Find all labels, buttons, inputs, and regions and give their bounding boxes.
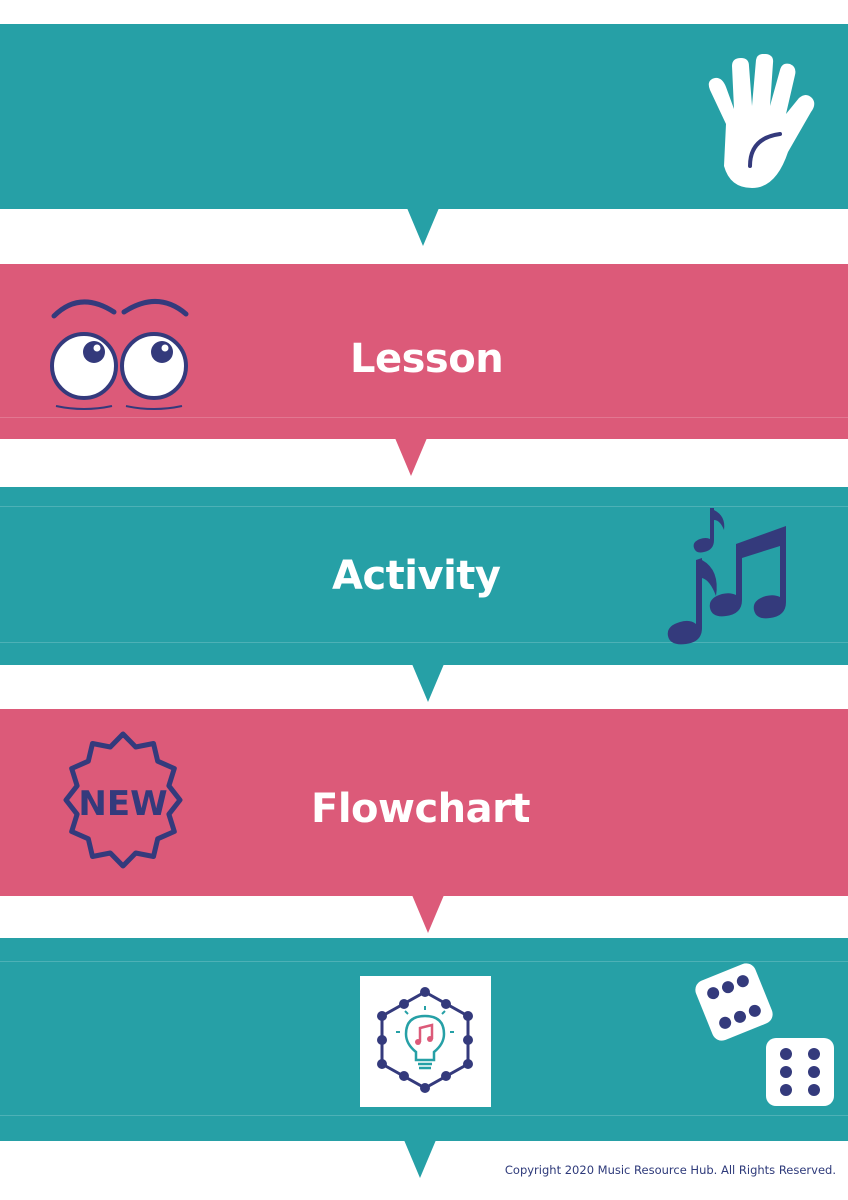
dice-icon: [695, 963, 834, 1106]
band-seam: [0, 417, 848, 418]
stage-pointer-3: [412, 664, 444, 702]
band-seam: [0, 961, 848, 962]
band-seam: [0, 1115, 848, 1116]
stage-pointer-4: [412, 895, 444, 933]
new-badge-text: NEW: [78, 784, 167, 824]
stage-band-1: [0, 24, 848, 209]
stage-band-4: [0, 709, 848, 896]
stage-pointer-5: [404, 1140, 436, 1178]
lightbulb-logo-icon: [377, 987, 473, 1093]
band-seam: [0, 506, 848, 507]
music-notes-icon: [667, 508, 786, 645]
band-seam: [0, 642, 848, 643]
new-badge-icon: NEW: [63, 731, 183, 869]
hand-icon: [708, 54, 815, 188]
lightbulb-logo: [360, 976, 491, 1107]
stage-pointer-2: [395, 438, 427, 476]
stage-label-lesson: Lesson: [350, 336, 504, 382]
eyes-icon: [50, 299, 189, 410]
copyright-text: Copyright 2020 Music Resource Hub. All R…: [504, 1163, 836, 1177]
stage-pointer-1: [407, 208, 439, 246]
stage-label-flowchart: Flowchart: [311, 786, 531, 832]
stage-label-activity: Activity: [332, 553, 501, 599]
